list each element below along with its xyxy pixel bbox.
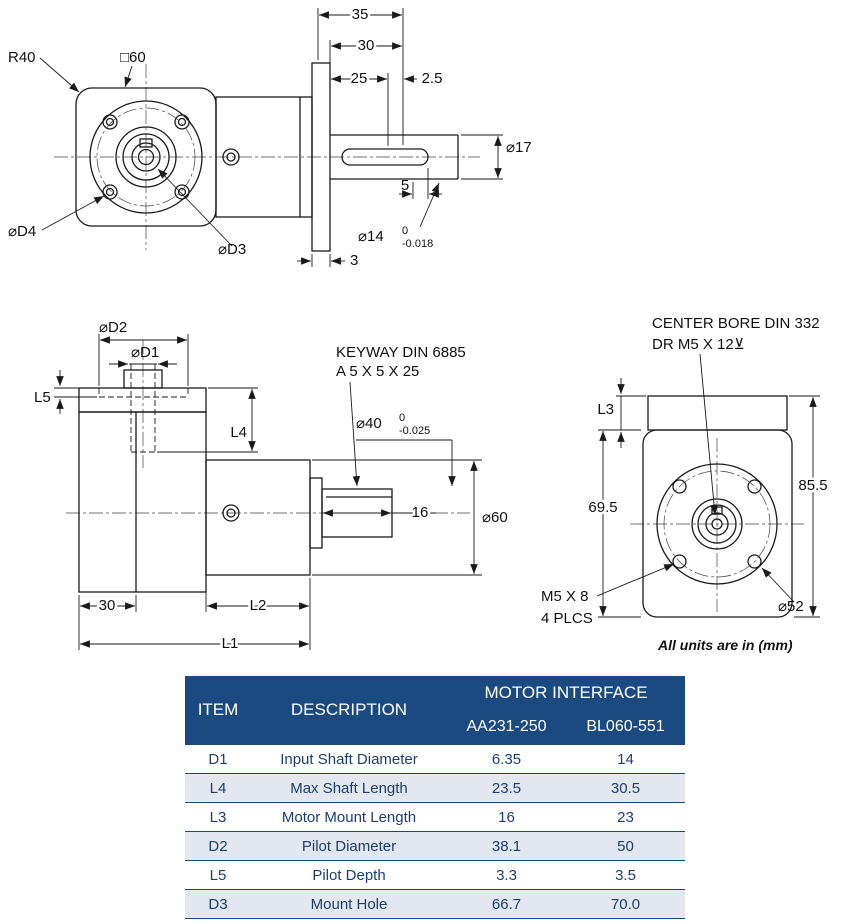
- dia-40-tol-lower: -0.025: [399, 425, 430, 437]
- keyway-label-line1: KEYWAY DIN 6885: [336, 344, 466, 361]
- table-header: ITEM DESCRIPTION MOTOR INTERFACE AA231-2…: [185, 676, 685, 744]
- center-bore-label-line2: DR M5 X 12⊻: [652, 336, 745, 353]
- rear-view: CENTER BORE DIN 332 DR M5 X 12⊻ L3 69.5 …: [541, 315, 830, 653]
- cell-value-b: 70.0: [610, 895, 641, 913]
- dia-d2-label: ⌀D2: [99, 319, 127, 336]
- dia-d3-label: ⌀D3: [218, 241, 246, 258]
- cell-value-a: 66.7: [491, 895, 522, 913]
- bolt-circle: [96, 107, 196, 207]
- cell-description: Motor Mount Length: [281, 808, 417, 826]
- radius-r40-label: R40: [8, 49, 36, 66]
- table-header-motor-interface: MOTOR INTERFACE: [484, 683, 648, 702]
- dim-30-bottom-label: 30: [99, 597, 116, 614]
- dim-85-5-label: 85.5: [798, 477, 827, 494]
- cell-item: D3: [208, 895, 228, 913]
- dim-30-label: 30: [358, 37, 375, 54]
- top-view-dimensions: [39, 8, 503, 267]
- dim-2-5-label: 2.5: [422, 70, 443, 87]
- cell-description: Input Shaft Diameter: [280, 750, 418, 768]
- table-header-interface-a: AA231-250: [466, 718, 547, 735]
- cell-item: L3: [209, 808, 227, 826]
- dia-40-label: ⌀40: [356, 415, 382, 432]
- dia-d4-label: ⌀D4: [8, 223, 36, 240]
- table-header-interface-b: BL060-551: [586, 718, 665, 735]
- units-note: All units are in (mm): [657, 637, 793, 653]
- rear-view-centerlines: [630, 438, 804, 612]
- table-header-motor-interface-group: MOTOR INTERFACE AA231-250 BL060-551: [447, 676, 685, 744]
- cell-value-b: 14: [617, 750, 634, 768]
- cell-value-a: 6.35: [491, 750, 522, 768]
- rear-view-dimensions: [596, 353, 820, 618]
- dia-14-tol-upper: 0: [402, 225, 408, 237]
- l3-label: L3: [597, 401, 614, 418]
- rear-view-outline: [642, 395, 793, 618]
- table-row: L5 Pilot Depth 3.3 3.5: [185, 860, 685, 889]
- dia-17-label: ⌀17: [506, 139, 532, 156]
- keyway-label-line2: A 5 X 5 X 25: [336, 363, 419, 380]
- side-view: ⌀D2 ⌀D1 L5 L4 KEYWAY DIN 6885 A 5 X 5 X …: [34, 319, 508, 655]
- cell-item: L5: [209, 866, 227, 884]
- cell-description: Max Shaft Length: [290, 779, 408, 797]
- table-row: D3 Mount Hole 66.7 70.0: [185, 889, 685, 918]
- cell-value-b: 23: [617, 808, 634, 826]
- cell-value-b: 3.5: [615, 866, 636, 884]
- table-row: D2 Pilot Diameter 38.1 50: [185, 831, 685, 860]
- cell-description: Pilot Depth: [312, 866, 386, 884]
- dia-14-label: ⌀14: [358, 228, 384, 245]
- side-view-dimensions: [54, 334, 482, 650]
- side-view-hidden-lines: [98, 364, 189, 453]
- cell-description: Mount Hole: [310, 895, 388, 913]
- dim-5-label: 5: [401, 177, 409, 194]
- m5-label-line1: M5 X 8: [541, 588, 589, 605]
- table-row: D1 Input Shaft Diameter 6.35 14: [185, 744, 685, 773]
- side-view-centerlines: [66, 340, 470, 514]
- cell-description: Pilot Diameter: [301, 837, 397, 855]
- dim-35-label: 35: [352, 6, 369, 23]
- top-view-outline: [75, 62, 459, 252]
- center-bore-label-line1: CENTER BORE DIN 332: [652, 315, 820, 332]
- table-row: L4 Max Shaft Length 23.5 30.5: [185, 773, 685, 802]
- square-60-label: □60: [120, 49, 146, 66]
- spec-table: ITEM DESCRIPTION MOTOR INTERFACE AA231-2…: [185, 676, 685, 919]
- dim-69-5-label: 69.5: [588, 499, 617, 516]
- m5-label-line2: 4 PLCS: [541, 610, 593, 627]
- cell-item: D2: [208, 837, 228, 855]
- dim-16-label: 16: [412, 504, 429, 521]
- dia-40-tol-upper: 0: [399, 412, 405, 424]
- dim-3-label: 3: [350, 252, 358, 269]
- table-row: L3 Motor Mount Length 16 23: [185, 802, 685, 831]
- side-view-outline: [78, 369, 393, 593]
- cell-value-a: 38.1: [491, 837, 522, 855]
- dia-60-label: ⌀60: [482, 509, 508, 526]
- l2-label: L2: [250, 597, 267, 614]
- dia-d1-label: ⌀D1: [131, 344, 159, 361]
- cell-value-b: 30.5: [610, 779, 641, 797]
- dia-52-label: ⌀52: [778, 598, 804, 615]
- cell-value-a: 16: [498, 808, 515, 826]
- cell-value-a: 23.5: [491, 779, 522, 797]
- table-header-description: DESCRIPTION: [290, 700, 408, 719]
- cell-value-b: 50: [617, 837, 634, 855]
- l4-label: L4: [230, 424, 247, 441]
- l1-label: L1: [222, 635, 239, 652]
- rear-bolt-circle: [663, 470, 771, 578]
- l5-label: L5: [34, 389, 51, 406]
- technical-drawing: 35 30 25 2.5 R40 □60 ⌀17 5 ⌀14 0 -0.018 …: [8, 4, 830, 655]
- top-view-centerlines: [54, 64, 480, 250]
- top-view: 35 30 25 2.5 R40 □60 ⌀17 5 ⌀14 0 -0.018 …: [8, 4, 532, 270]
- cell-item: L4: [209, 779, 227, 797]
- dim-25-label: 25: [351, 70, 368, 87]
- cell-item: D1: [208, 750, 228, 768]
- dia-14-tol-lower: -0.018: [402, 238, 433, 250]
- cell-value-a: 3.3: [496, 866, 517, 884]
- table-header-item: ITEM: [197, 700, 239, 719]
